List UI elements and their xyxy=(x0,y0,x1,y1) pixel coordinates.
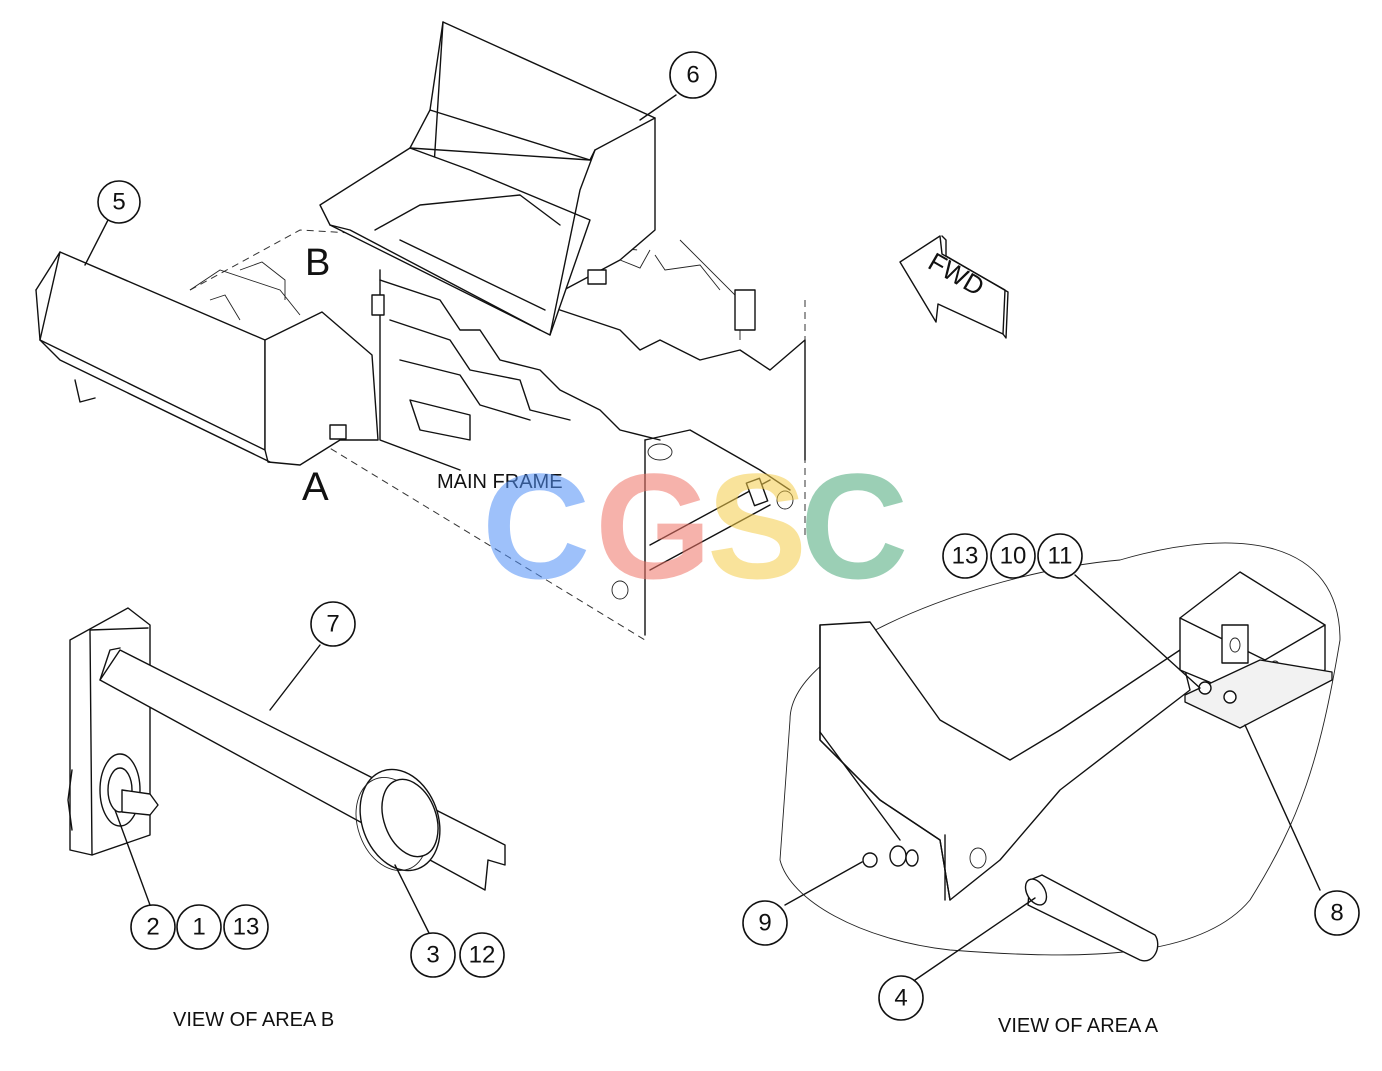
callout-12: 12 xyxy=(459,932,505,978)
svg-text:8: 8 xyxy=(1330,900,1343,927)
callout-4: 4 xyxy=(878,975,924,1021)
fwd-arrow-icon xyxy=(899,235,1009,339)
callout-5: 5 xyxy=(97,180,141,224)
panel-part-5 xyxy=(35,251,385,466)
watermark-letter-2: G xyxy=(595,442,712,610)
svg-text:13: 13 xyxy=(952,543,979,570)
watermark-letter-1: C xyxy=(482,442,590,610)
callout-9: 9 xyxy=(742,900,788,946)
view-area-a-label: VIEW OF AREA A xyxy=(998,1015,1159,1037)
svg-text:7: 7 xyxy=(326,611,339,638)
callout-3: 3 xyxy=(410,932,456,978)
svg-text:9: 9 xyxy=(758,910,771,937)
svg-text:6: 6 xyxy=(686,62,699,89)
svg-text:4: 4 xyxy=(894,985,907,1012)
svg-text:1: 1 xyxy=(192,914,205,941)
watermark-letter-3: S xyxy=(707,442,807,610)
area-a-detail xyxy=(779,542,1341,962)
callout-13-area-b: 13 xyxy=(223,904,269,950)
callout-11: 11 xyxy=(1037,533,1083,579)
svg-text:12: 12 xyxy=(469,942,496,969)
main-frame-label: MAIN FRAME xyxy=(437,471,563,493)
svg-text:5: 5 xyxy=(112,189,125,216)
main-frame-outline xyxy=(189,229,806,641)
callout-13-area-a: 13 xyxy=(942,533,988,579)
panel-part-6 xyxy=(319,21,656,336)
svg-text:2: 2 xyxy=(146,914,159,941)
svg-text:10: 10 xyxy=(1000,543,1027,570)
callout-2: 2 xyxy=(130,904,176,950)
svg-text:11: 11 xyxy=(1048,543,1073,570)
watermark-letter-4: C xyxy=(800,442,908,610)
callout-10: 10 xyxy=(990,533,1036,579)
area-a-letter: A xyxy=(302,465,329,509)
leader-lines xyxy=(84,94,1321,981)
callout-6: 6 xyxy=(669,51,717,99)
callout-7: 7 xyxy=(310,601,356,647)
watermark-logo: C G S C xyxy=(482,442,908,610)
svg-text:3: 3 xyxy=(426,942,439,969)
callout-8: 8 xyxy=(1314,890,1360,936)
area-b-detail xyxy=(67,607,506,891)
view-area-b-label: VIEW OF AREA B xyxy=(173,1009,334,1031)
svg-text:13: 13 xyxy=(233,914,260,941)
area-b-letter: B xyxy=(305,242,330,284)
callout-1: 1 xyxy=(176,904,222,950)
